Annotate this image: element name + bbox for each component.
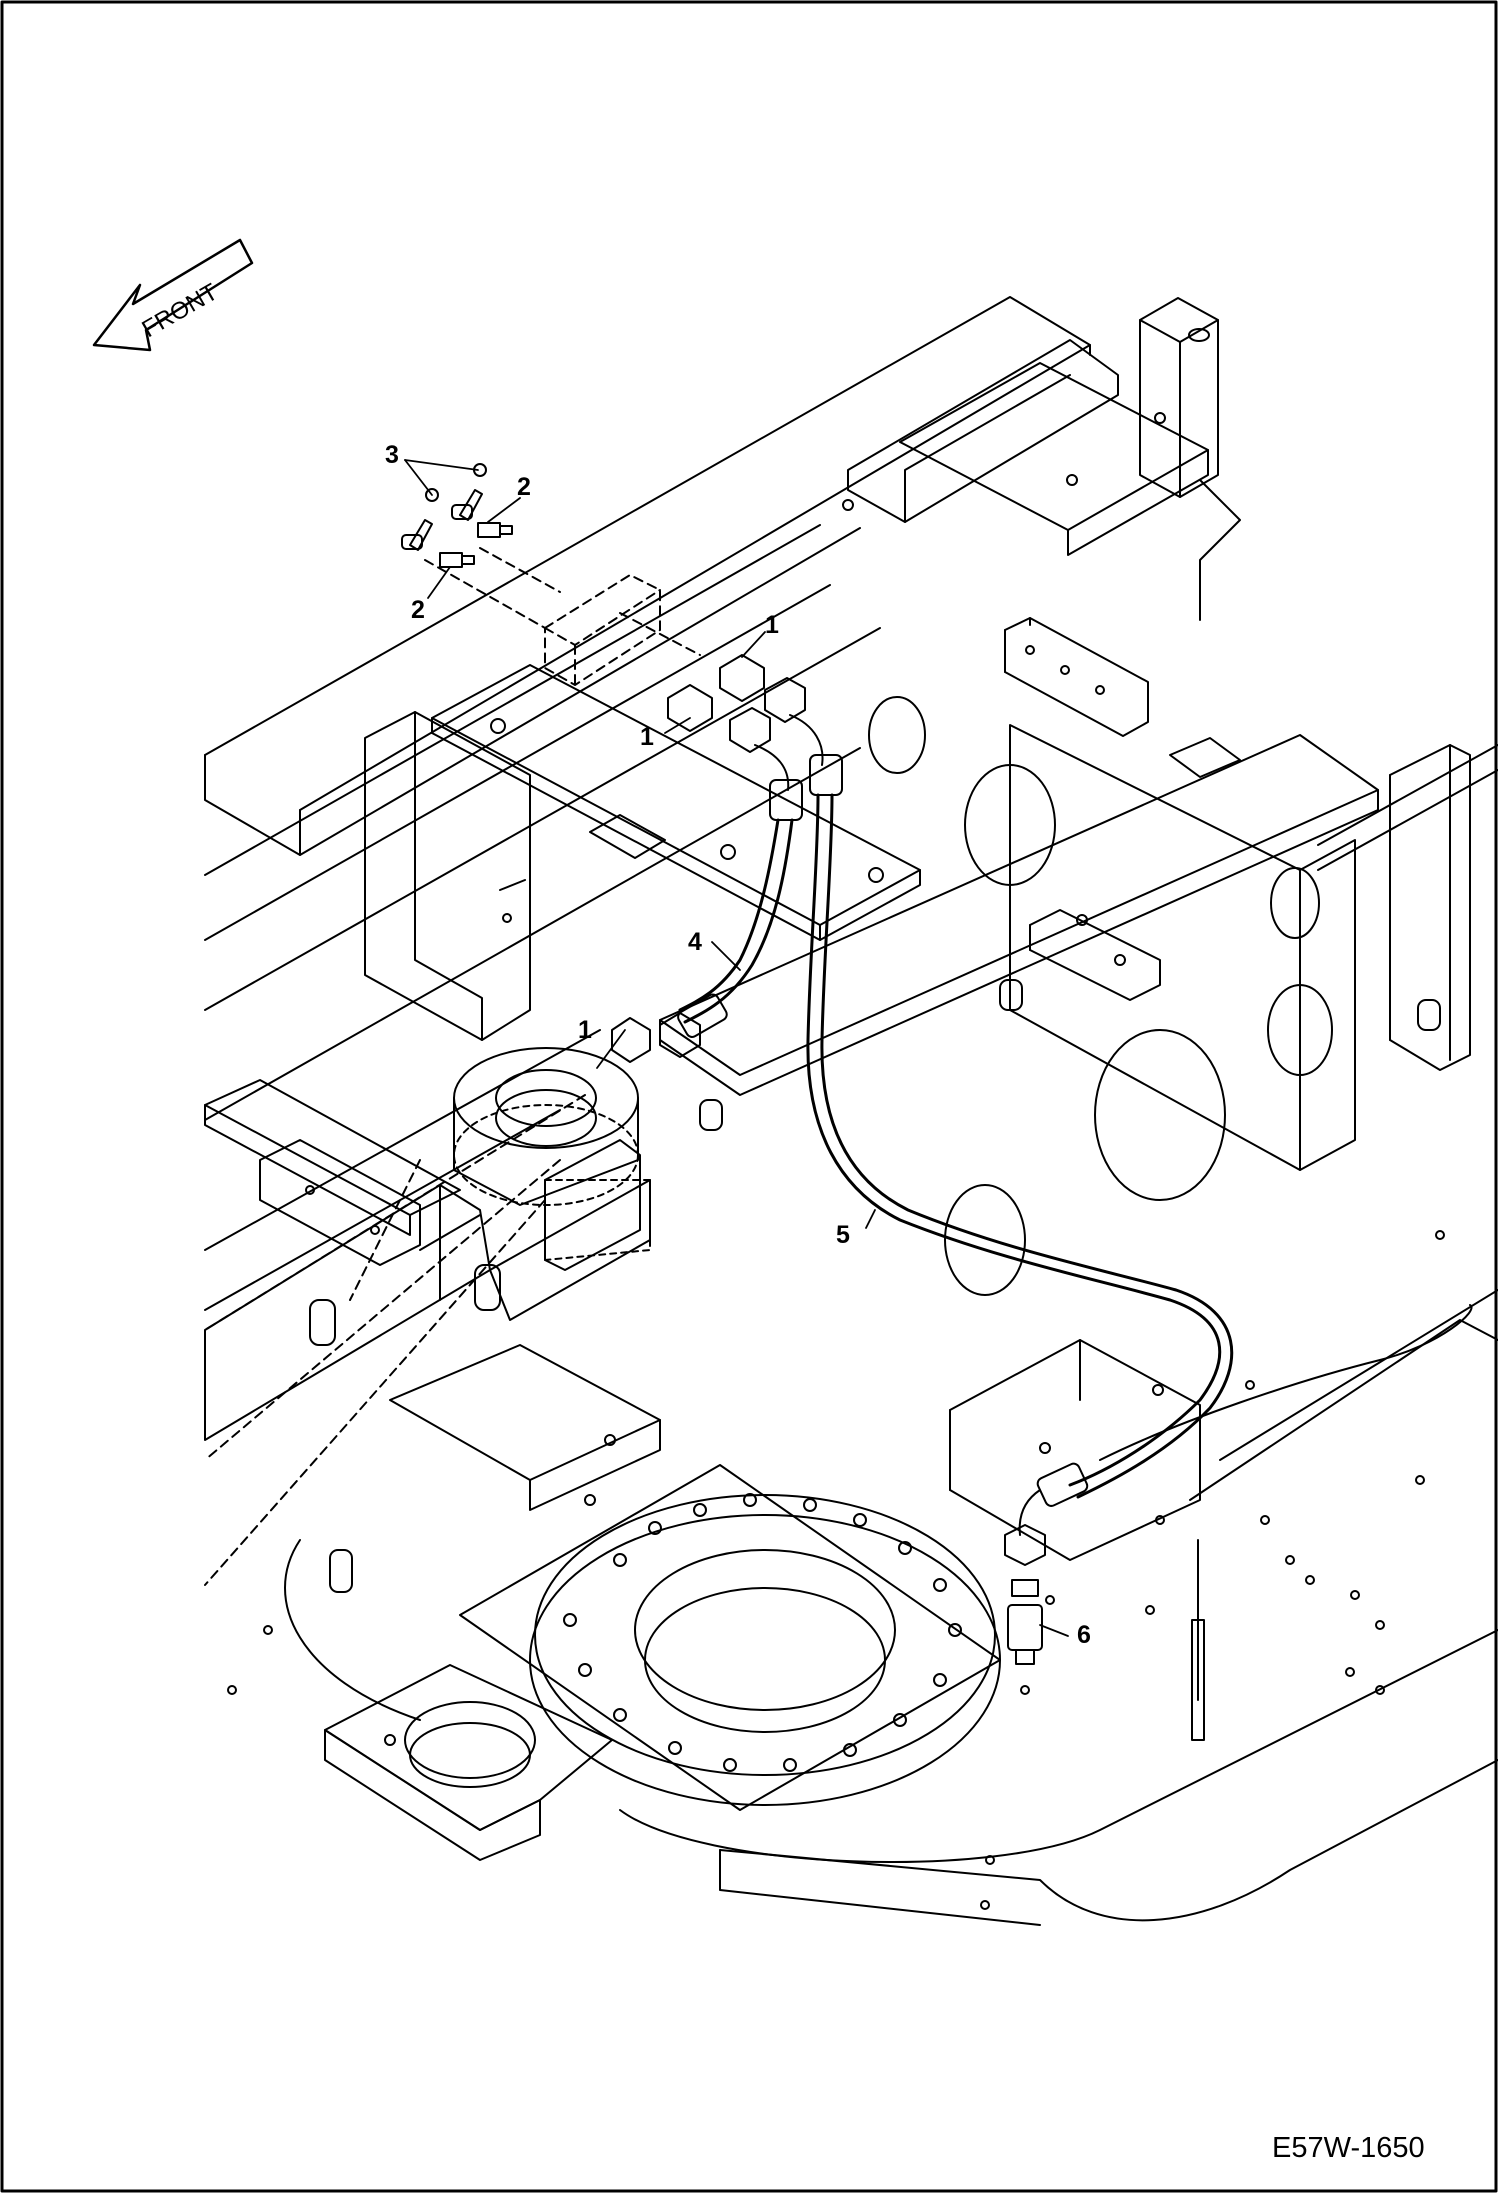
leader-lines: [404, 459, 1069, 1637]
callout-6: 6: [1077, 1621, 1091, 1649]
callout-3: 3: [385, 441, 399, 469]
callout-5: 5: [836, 1221, 850, 1249]
main-frame: [204, 296, 1498, 1926]
hose-5: [806, 793, 1222, 1487]
front-arrow-icon: FRONT: [92, 238, 254, 352]
callout-1-middle: 1: [640, 723, 654, 751]
coupler-icon: [401, 463, 487, 551]
adapter-icon: [611, 654, 765, 1063]
phantom-lines: [204, 547, 701, 1586]
hydraulic-assembly: [401, 463, 1234, 1695]
callout-2-upper: 2: [517, 473, 531, 501]
test-fitting-icon: [439, 522, 513, 568]
callout-4: 4: [688, 928, 702, 956]
callout-1-upper: 1: [765, 611, 779, 639]
drawing-code: E57W-1650: [1272, 2132, 1425, 2164]
callout-2-lower: 2: [411, 596, 425, 624]
hose-4: [678, 818, 780, 1012]
callout-1-lower: 1: [578, 1016, 592, 1044]
item6-fitting-icon: [1007, 1579, 1043, 1695]
elbow-fitting-icon: [729, 677, 843, 821]
